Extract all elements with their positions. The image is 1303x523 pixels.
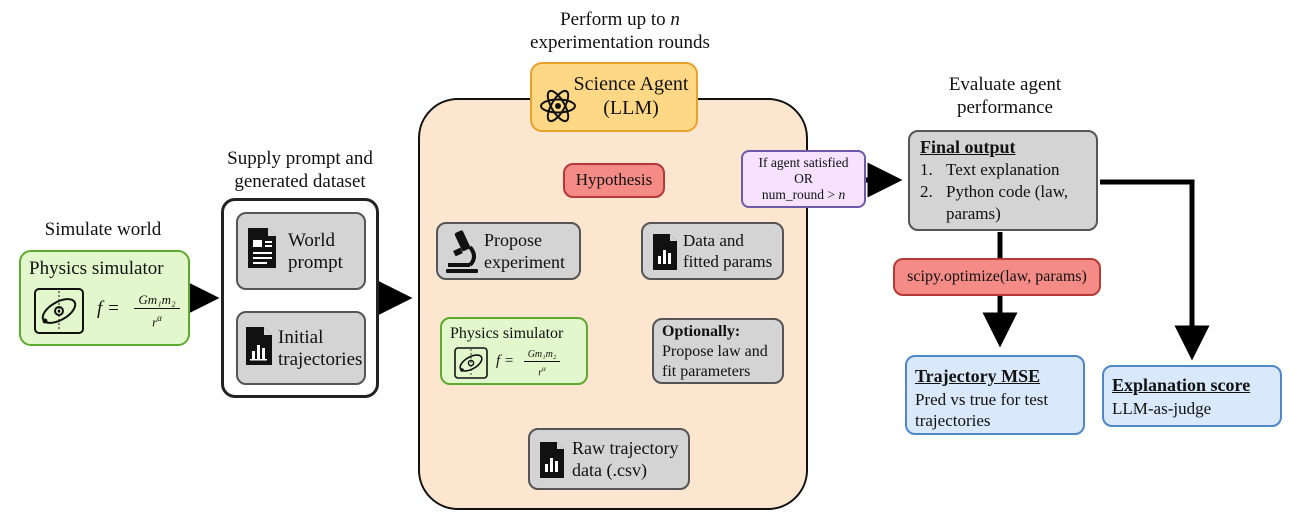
- explanation-score-desc: LLM-as-judge: [1112, 399, 1212, 418]
- scipy-optimize-label: scipy.optimize(law, params): [907, 268, 1087, 285]
- label-simulate-world: Simulate world: [44, 219, 162, 240]
- hypothesis-box: Hypothesis: [563, 163, 665, 198]
- microscope-icon: [446, 230, 478, 273]
- chart-document-icon: [653, 234, 677, 270]
- formula-lhs: f =: [97, 298, 120, 319]
- science-agent-label: Science Agent(LLM): [573, 73, 689, 119]
- final-output-box: Final output 1.Text explanation 2.Python…: [908, 130, 1098, 231]
- final-output-item-2: 2.Python code (law,: [920, 182, 1069, 201]
- physics-simulator-title: Physics simulator: [29, 258, 164, 279]
- chart-document-icon: [540, 442, 564, 478]
- chart-document-icon: [246, 327, 272, 365]
- inner-formula-lhs: f =: [496, 353, 515, 369]
- explanation-score-title: Explanation score: [1112, 375, 1251, 395]
- final-output-item-1: 1.Text explanation: [920, 160, 1060, 179]
- formula-denominator: rα: [152, 313, 162, 330]
- physics-simulator-box: Physics simulator f = Gm₁m₂ rα: [19, 250, 190, 346]
- final-output-title: Final output: [920, 137, 1016, 157]
- document-icon: [248, 228, 276, 268]
- trajectory-mse-title: Trajectory MSE: [915, 366, 1041, 386]
- scipy-optimize-box: scipy.optimize(law, params): [893, 258, 1101, 296]
- science-agent-box: Science Agent(LLM): [530, 62, 698, 132]
- formula-numerator: Gm₁m₂: [134, 292, 180, 309]
- orbit-icon: [34, 288, 84, 334]
- explanation-score-box: Explanation score LLM-as-judge: [1102, 365, 1282, 427]
- inner-formula-denominator: rα: [538, 365, 546, 379]
- final-output-item-2-cont: params): [946, 204, 1001, 223]
- atom-icon: [540, 89, 576, 123]
- inner-simulator-title: Physics simulator: [450, 325, 564, 342]
- arrow-final-to-explanation: [1100, 179, 1210, 361]
- inner-formula-numerator: Gm₁m₂: [524, 349, 560, 362]
- final-output-list: 1.Text explanation 2.Python code (law, p…: [920, 159, 1068, 225]
- inner-physics-simulator-box: Physics simulator f = Gm₁m₂ rα: [440, 317, 588, 385]
- hypothesis-label: Hypothesis: [575, 170, 653, 189]
- orbit-icon: [454, 347, 488, 379]
